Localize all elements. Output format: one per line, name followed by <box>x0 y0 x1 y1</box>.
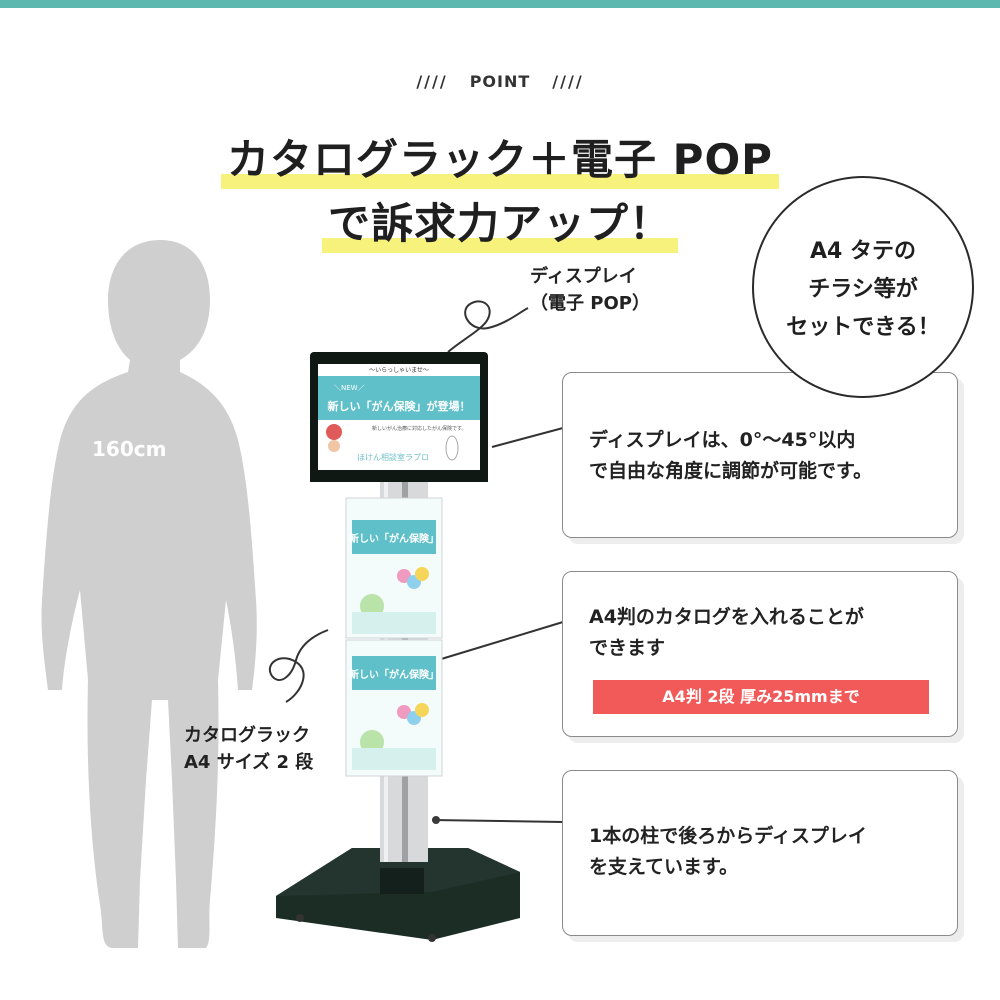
person-silhouette <box>41 240 257 948</box>
feature-3-line1: 1本の柱で後ろからディスプレイ <box>589 825 867 847</box>
feature-2-line2: できます <box>589 637 666 659</box>
feature-1-line2: で自由な角度に調節が可能です。 <box>589 460 873 482</box>
height-label: 160cm <box>92 437 167 461</box>
catalog-pocket-2: 新しい「がん保険」 <box>345 639 443 777</box>
point-heading: //// POINT //// <box>0 72 1000 91</box>
page-title-line1: カタログラック＋電子 POP <box>0 126 1000 189</box>
screen-body: 新しいがん治療に対応したがん保険です。 <box>372 425 467 432</box>
screen-new: ＼NEW／ <box>334 384 365 392</box>
catalog-2-headline: 新しい「がん保険」 <box>349 668 439 681</box>
stand-base <box>276 848 520 942</box>
feature-box-pole: 1本の柱で後ろからディスプレイ を支えています。 <box>562 770 958 936</box>
rack-label-line2: A4 サイズ 2 段 <box>184 752 314 773</box>
display-label: ディスプレイ （電子 POP） <box>530 263 650 317</box>
screen-greeting: 〜いらっしゃいませ〜 <box>369 367 429 374</box>
point-slashes-right: //// <box>552 72 584 91</box>
screen-headline: 新しい「がん保険」が登場！ <box>328 399 471 413</box>
rack-label-line1: カタログラック <box>184 725 310 746</box>
feature-box-angle: ディスプレイは、0°〜45°以内 で自由な角度に調節が可能です。 <box>562 372 958 538</box>
display-label-line1: ディスプレイ <box>530 266 637 287</box>
catalog-pocket-1: 新しい「がん保険」 <box>345 497 443 639</box>
badge-line3: セットできる！ <box>786 315 940 340</box>
feature-box-catalog: A4判のカタログを入れることが できます A4判 2段 厚み25mmまで <box>562 571 958 737</box>
feature-1-line1: ディスプレイは、0°〜45°以内 <box>589 429 856 451</box>
a4-badge-circle: A4 タテの チラシ等が セットできる！ <box>752 176 974 398</box>
connector-lines <box>269 300 564 823</box>
display-label-line2: （電子 POP） <box>530 293 650 314</box>
catalog-1-headline: 新しい「がん保険」 <box>349 532 439 545</box>
rack-label: カタログラック A4 サイズ 2 段 <box>184 722 313 776</box>
capacity-note-badge: A4判 2段 厚み25mmまで <box>593 680 929 714</box>
screen-brand: ほけん相談室ラプロ <box>357 452 429 462</box>
point-slashes-left: //// <box>416 72 448 91</box>
badge-line2: チラシ等が <box>808 277 918 302</box>
page-title-line2: で訴求力アップ！ <box>0 190 1000 253</box>
top-accent-bar <box>0 0 1000 8</box>
title-line2-text: で訴求力アップ！ <box>321 190 679 253</box>
title-line1-text: カタログラック＋電子 POP <box>221 126 779 189</box>
feature-2-line1: A4判のカタログを入れることが <box>589 606 864 628</box>
feature-3-line2: を支えています。 <box>589 856 739 878</box>
display-screen: 〜いらっしゃいませ〜 ＼NEW／ 新しい「がん保険」が登場！ 新しいがん治療に対… <box>310 352 488 482</box>
badge-line1: A4 タテの <box>810 239 916 264</box>
point-label: POINT <box>469 72 531 91</box>
